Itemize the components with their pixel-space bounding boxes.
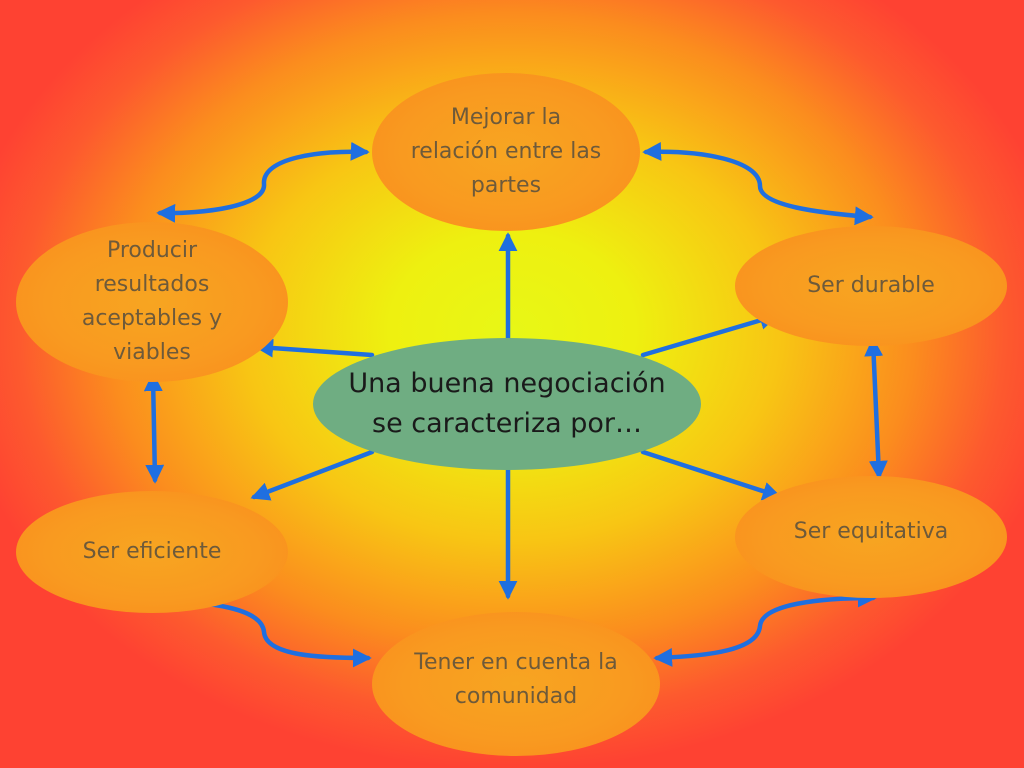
- node-text-line: aceptables y: [81, 306, 223, 331]
- node-text-line: Mejorar la: [450, 105, 562, 130]
- arrow-upper-left-lower-left: [143, 372, 165, 484]
- node-text-line: viables: [113, 340, 191, 365]
- node-acceptable-results: Producir resultados aceptables y viables: [16, 222, 288, 382]
- node-text-line: Ser eficiente: [82, 539, 222, 564]
- node-efficient: Ser eficiente: [16, 491, 288, 613]
- center-text-line: se caracteriza por…: [372, 408, 642, 439]
- arrow-top-upper-left: [156, 141, 370, 223]
- arrow-upper-right-lower-right: [864, 337, 888, 480]
- node-improve-relationship: Mejorar la relación entre las partes: [372, 73, 640, 231]
- node-durable: Ser durable: [735, 226, 1007, 346]
- node-text-line: resultados: [94, 272, 210, 297]
- arrow-center-to-lower-left: [250, 449, 375, 501]
- center-node-good-negotiation: Una buena negociación se caracteriza por…: [313, 338, 701, 470]
- node-community: Tener en cuenta la comunidad: [372, 612, 660, 756]
- node-text-line: relación entre las: [410, 139, 602, 164]
- node-text-line: Ser durable: [807, 273, 935, 298]
- node-text-line: Producir: [106, 238, 198, 263]
- node-text-line: comunidad: [454, 684, 578, 709]
- node-text-line: partes: [470, 173, 542, 198]
- node-equitable: Ser equitativa: [735, 476, 1007, 598]
- center-text-line: Una buena negociación: [348, 368, 666, 399]
- arrow-top-upper-right: [642, 142, 874, 226]
- arrow-center-to-lower-right: [640, 449, 782, 501]
- arrow-bottom-lower-right: [653, 588, 877, 667]
- arrow-center-to-upper-left: [254, 338, 375, 358]
- arrow-center-to-upper-right: [640, 311, 779, 358]
- node-text-line: Tener en cuenta la: [414, 650, 618, 675]
- node-text-line: Ser equitativa: [793, 519, 949, 544]
